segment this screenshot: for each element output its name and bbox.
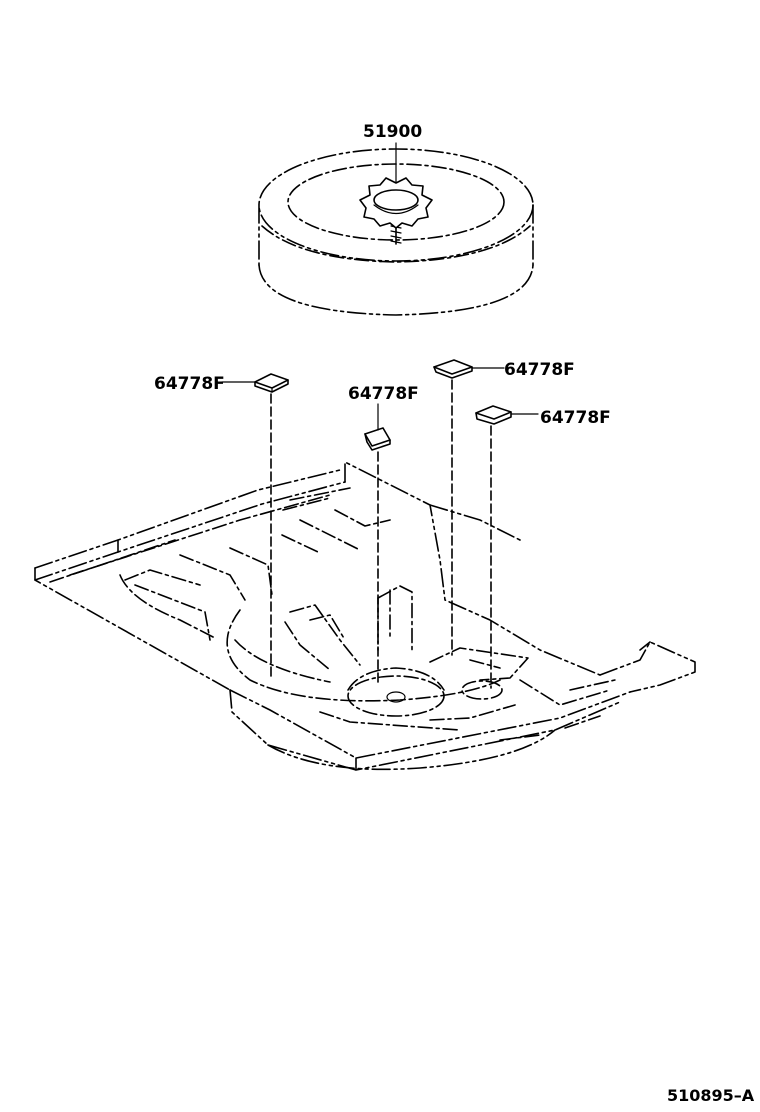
part-label-cushion-left: 64778F — [154, 374, 225, 394]
cushion-right-upper-shape — [433, 359, 505, 656]
cushion-center-shape — [364, 403, 391, 686]
reference-code: 510895–A — [667, 1086, 755, 1105]
part-label-cushion-right-lower: 64778F — [540, 408, 611, 428]
floor-pan — [34, 461, 696, 771]
hold-down-bolt — [359, 142, 433, 245]
part-label-51900: 51900 — [363, 122, 422, 142]
cushion-left-shape — [221, 373, 289, 681]
part-label-cushion-center: 64778F — [348, 384, 419, 404]
cushion-right-lower-shape — [475, 405, 539, 689]
part-label-cushion-right-upper: 64778F — [504, 360, 575, 380]
